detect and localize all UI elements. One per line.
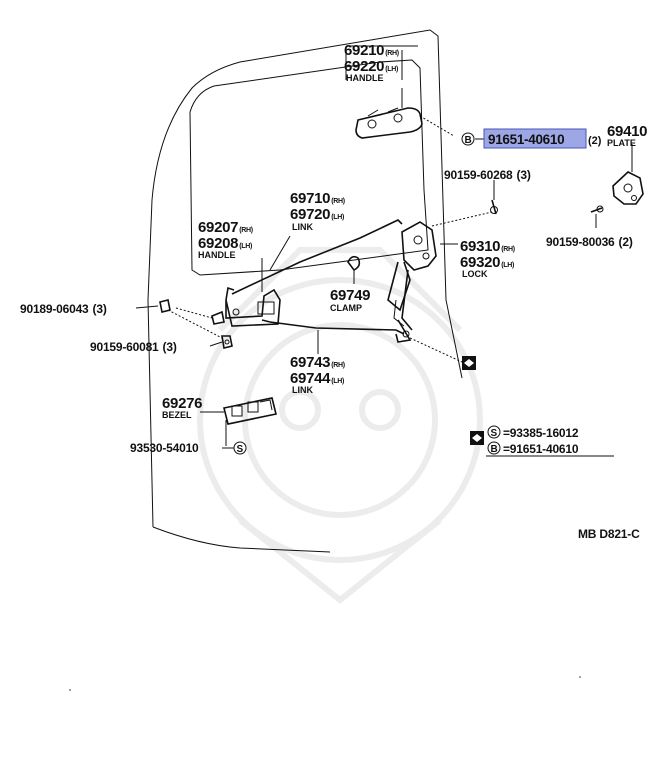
svg-text:91651-40610: 91651-40610: [488, 132, 564, 147]
plate-part: [612, 171, 644, 205]
label-bolt-b: 90159-80036(2): [546, 235, 633, 249]
svg-text:B: B: [465, 135, 472, 146]
bolt-a-part: [490, 199, 498, 215]
svg-text:69310(RH): 69310(RH): [460, 238, 515, 255]
bolt-legend-icon: [487, 441, 501, 455]
svg-text:69210(RH): 69210(RH): [344, 42, 399, 59]
svg-text:69749: 69749: [330, 287, 370, 304]
link-lower-rod: [261, 319, 405, 335]
label-screw: 93530-54010 S: [130, 441, 247, 455]
svg-text:S: S: [237, 444, 244, 455]
svg-text:HANDLE: HANDLE: [198, 250, 236, 260]
svg-text:LOCK: LOCK: [462, 269, 488, 279]
svg-text:LINK: LINK: [292, 385, 313, 395]
svg-text:69720(LH): 69720(LH): [290, 206, 344, 223]
figure-code: MB D821-C: [578, 527, 640, 541]
label-clamp: 69749 CLAMP: [330, 287, 371, 313]
bolt-b-part: [590, 205, 604, 213]
svg-text:BEZEL: BEZEL: [162, 410, 192, 420]
svg-text:69220(LH): 69220(LH): [344, 58, 398, 75]
legend-item: =93385-16012: [503, 426, 579, 440]
label-bezel: 69276 BEZEL: [162, 395, 203, 420]
highlighted-part-label[interactable]: B 91651-40610 (2): [461, 128, 602, 149]
label-inner-handle: 69207(RH) 69208(LH) HANDLE: [198, 219, 253, 260]
inner-handle-part: [211, 288, 281, 327]
label-link-lower: 69743(RH) 69744(LH) LINK: [290, 354, 345, 395]
legend: S =93385-16012 B =91651-40610: [470, 425, 614, 457]
diamond-marker-icon: [462, 356, 476, 370]
svg-text:69320(LH): 69320(LH): [460, 254, 514, 271]
svg-text:HANDLE: HANDLE: [346, 73, 384, 83]
svg-text:(2): (2): [588, 135, 602, 147]
svg-text:69410: 69410: [607, 123, 647, 140]
svg-text:B: B: [491, 444, 498, 455]
svg-text:CLAMP: CLAMP: [330, 303, 362, 313]
leader-line: [175, 307, 213, 319]
watermark-logo: [197, 247, 483, 604]
clip-b-part: [221, 335, 233, 349]
svg-text:69743(RH): 69743(RH): [290, 354, 345, 371]
svg-text:93530-54010: 93530-54010: [130, 441, 199, 455]
label-bolt-a: 90159-60268(3): [444, 168, 531, 182]
leader-line: [409, 337, 463, 363]
svg-text:PLATE: PLATE: [607, 138, 636, 148]
stray-dot: [69, 689, 71, 691]
leader-line: [209, 341, 223, 347]
svg-text:LINK: LINK: [292, 222, 313, 232]
legend-item: =91651-40610: [503, 442, 579, 456]
lock-part: [387, 221, 437, 331]
door-panel: [147, 29, 463, 553]
label-clip-b: 90159-60081(3): [90, 340, 177, 354]
svg-text:69207(RH): 69207(RH): [198, 219, 253, 236]
leader-line: [431, 211, 493, 227]
outer-handle-part: [355, 107, 423, 139]
label-plate: 69410 PLATE: [607, 123, 648, 148]
bolt-symbol-icon: [461, 132, 475, 146]
label-lock: 69310(RH) 69320(LH) LOCK: [460, 238, 515, 279]
svg-text:69710(RH): 69710(RH): [290, 190, 345, 207]
leader-line: [135, 305, 159, 309]
label-outer-handle: 69210(RH) 69220(LH) HANDLE: [344, 42, 399, 83]
clip-a-part: [159, 299, 171, 313]
bezel-part: [223, 397, 277, 425]
label-clip-a: 90189-06043(3): [20, 302, 107, 316]
clamp-part: [347, 255, 361, 284]
screw-symbol-icon: [233, 441, 247, 455]
leader-line: [269, 235, 291, 271]
link-upper-rod: [225, 219, 403, 301]
leader-line: [419, 115, 455, 137]
svg-text:69208(LH): 69208(LH): [198, 235, 252, 252]
screw-legend-icon: [487, 425, 501, 439]
svg-text:69276: 69276: [162, 395, 202, 412]
stray-dot: [579, 676, 581, 678]
label-link-upper: 69710(RH) 69720(LH) LINK: [290, 190, 345, 232]
svg-text:69744(LH): 69744(LH): [290, 370, 344, 387]
svg-text:S: S: [491, 428, 498, 439]
